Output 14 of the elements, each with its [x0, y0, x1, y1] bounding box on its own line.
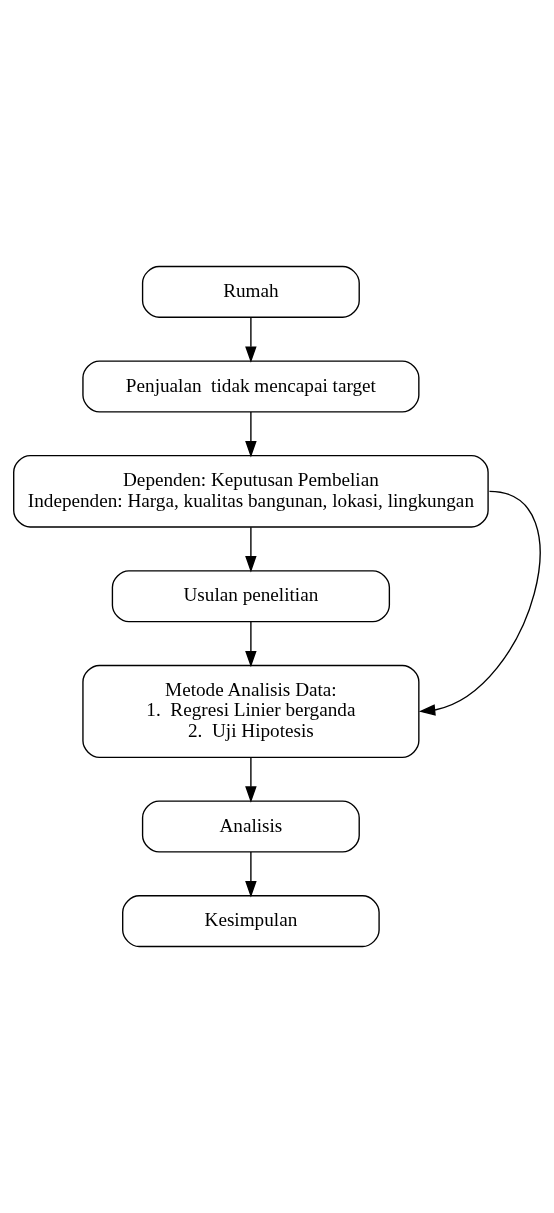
arrow: [245, 316, 257, 363]
arrow: [245, 526, 257, 573]
node-box: Analisis: [141, 800, 360, 853]
node-box: Rumah: [141, 265, 360, 318]
arrow: [245, 757, 257, 803]
node-box: Kesimpulan: [122, 895, 380, 948]
node-box: Dependen: Keputusan Pembelian Independen: Harga, kualitas bangunan, lokasi, lingkungan: [13, 455, 489, 528]
node-box: Usulan penelitian: [111, 570, 391, 623]
node-box: Penjualan tidak mencapai target: [82, 360, 420, 413]
arrow: [245, 621, 257, 668]
arrow: [245, 411, 257, 458]
node-box: Metode Analisis Data: 1. Regresi Linier berganda 2. Uji Hipotesis: [82, 664, 420, 758]
arrow: [245, 851, 257, 898]
arrow: [418, 490, 541, 716]
